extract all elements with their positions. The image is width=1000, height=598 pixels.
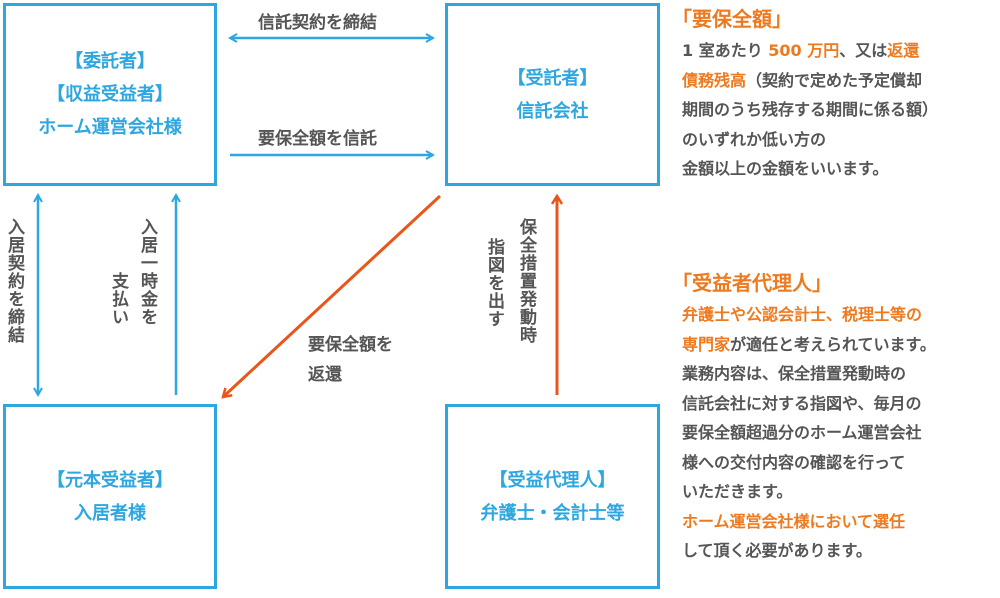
amount-note-body: 1 室あたり 500 万円、又は返還債務残高（契約で定めた予定償却期間のうち残存… xyxy=(682,36,938,184)
return-label: 要保全額を 返還 xyxy=(308,330,393,390)
truster-box: 【委託者】 【収益受益者】 ホーム運営会社様 xyxy=(3,3,217,186)
instruction-label: 指図を出す xyxy=(484,238,504,328)
move-in-contract-label: 入居契約を締結 xyxy=(4,218,24,344)
payment-label: 入居一時金を xyxy=(137,218,157,326)
note-line: 期間のうち残存する期間に係る額） xyxy=(682,95,938,125)
note-text: のいずれか低い方の xyxy=(682,129,827,149)
note-text: 要保全額超過分のホーム運営会社 xyxy=(682,423,922,442)
box-line: 【受益代理人】 xyxy=(489,469,616,491)
beneficiary-agent-box: 【受益代理人】 弁護士・会計士等 xyxy=(445,404,660,589)
payment-label: 支払い xyxy=(108,272,128,326)
note-line: 弁護士や公認会計士、税理士等の xyxy=(682,300,936,330)
note-line: 1 室あたり 500 万円、又は返還 xyxy=(682,36,938,66)
note-line: 信託会社に対する指図や、毎月の xyxy=(682,389,936,419)
note-text: 様への交付内容の確認を行って xyxy=(682,452,906,472)
note-line: 債務残高（契約で定めた予定償却 xyxy=(682,66,938,96)
entrust-label: 要保全額を信託 xyxy=(258,129,377,149)
highlight-text: 専門家 xyxy=(682,334,731,354)
highlight-text: 返還 xyxy=(887,41,920,60)
box-line: 信託会社 xyxy=(516,100,589,122)
amount-note: 「要保全額」 1 室あたり 500 万円、又は返還債務残高（契約で定めた予定償却… xyxy=(672,4,938,184)
return-label-line: 要保全額を xyxy=(308,335,393,355)
box-line: 【委託者】 xyxy=(65,51,155,72)
highlight-text: 債務残高 xyxy=(682,70,747,90)
box-line: 入居者様 xyxy=(74,502,146,524)
box-line: 【元本受益者】 xyxy=(47,469,173,491)
highlight-text: 500 万円 xyxy=(768,41,840,60)
amount-note-title: 「要保全額」 xyxy=(672,7,792,31)
note-line: 金額以上の金額をいいます。 xyxy=(682,154,938,184)
note-text: が適任と考えられています。 xyxy=(730,334,936,354)
note-text: して頂く必要があります。 xyxy=(682,541,872,560)
return-label-line: 返還 xyxy=(308,365,342,385)
note-text: いただきます。 xyxy=(682,482,793,501)
box-line: 【収益受益者】 xyxy=(47,84,173,105)
note-text: 1 室あたり xyxy=(682,41,769,60)
highlight-text: 弁護士や公認会計士、税理士等の xyxy=(682,305,923,324)
note-line: いただきます。 xyxy=(682,477,936,507)
principal-beneficiary-box: 【元本受益者】 入居者様 xyxy=(3,404,217,589)
note-line: 業務内容は、保全措置発動時の xyxy=(682,359,936,389)
note-line: して頂く必要があります。 xyxy=(682,536,936,566)
note-text: 、又は xyxy=(839,41,888,60)
note-line: 要保全額超過分のホーム運営会社 xyxy=(682,418,936,448)
return-arrow xyxy=(223,194,442,397)
note-line: のいずれか低い方の xyxy=(682,125,938,155)
highlight-text: ホーム運営会社様において選任 xyxy=(682,511,906,531)
note-text: 期間のうち残存する期間に係る額） xyxy=(682,100,939,119)
trust-contract-label: 信託契約を締結 xyxy=(258,13,377,33)
instruction-label: 保全措置発動時 xyxy=(516,218,536,344)
trustee-box: 【受託者】 信託会社 xyxy=(445,3,660,186)
note-text: （契約で定めた予定償却 xyxy=(746,70,923,90)
box-line: 弁護士・会計士等 xyxy=(480,502,625,524)
agent-note-title: 「受益者代理人」 xyxy=(672,271,832,295)
agent-note-body: 弁護士や公認会計士、税理士等の専門家が適任と考えられています。業務内容は、保全措… xyxy=(682,300,936,566)
note-text: 信託会社に対する指図や、毎月の xyxy=(682,393,922,413)
box-line: 【受託者】 xyxy=(507,67,598,89)
box-line: ホーム運営会社様 xyxy=(38,117,182,138)
note-text: 金額以上の金額をいいます。 xyxy=(682,159,889,178)
note-line: ホーム運営会社様において選任 xyxy=(682,507,936,537)
note-line: 専門家が適任と考えられています。 xyxy=(682,330,936,360)
note-text: 業務内容は、保全措置発動時の xyxy=(682,364,907,383)
agent-note: 「受益者代理人」 弁護士や公認会計士、税理士等の専門家が適任と考えられています。… xyxy=(672,268,936,566)
note-line: 様への交付内容の確認を行って xyxy=(682,448,936,478)
